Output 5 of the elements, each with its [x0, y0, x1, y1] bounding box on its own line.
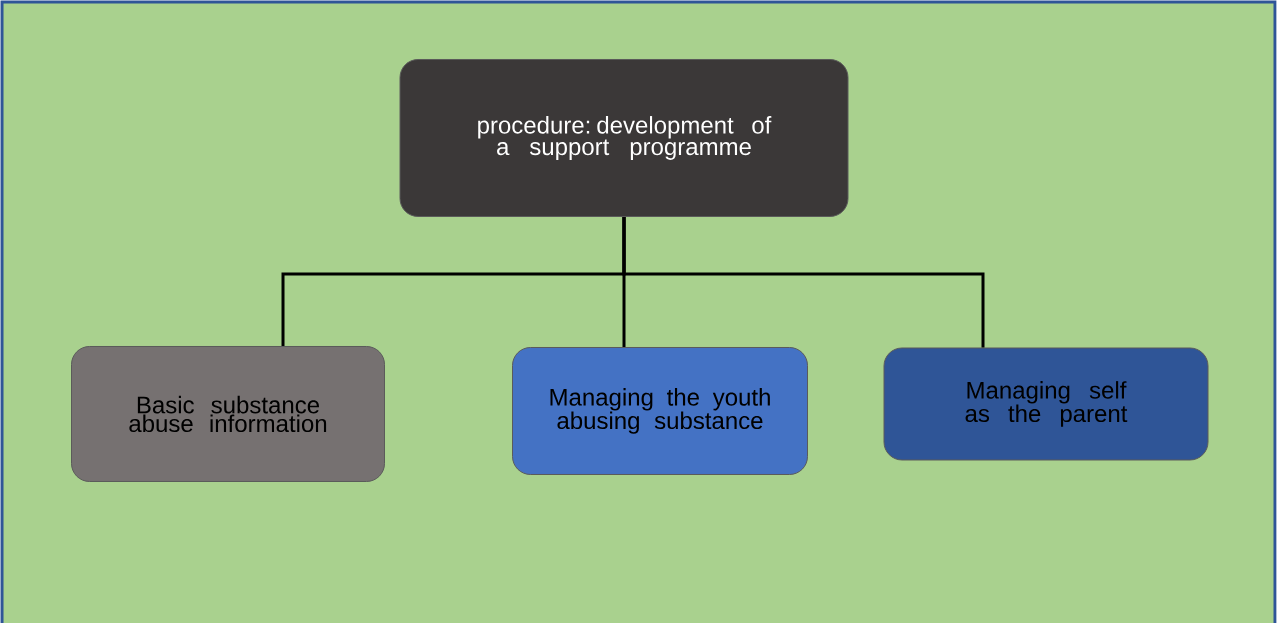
- process-box: Managing the youth abusing substance: [512, 347, 808, 475]
- connector: [622, 217, 985, 348]
- process-box: Managing self as the parent: [883, 347, 1209, 461]
- process-box: Basic substance abuse information: [71, 346, 385, 482]
- process-box: procedure: development of a support programme: [399, 59, 849, 217]
